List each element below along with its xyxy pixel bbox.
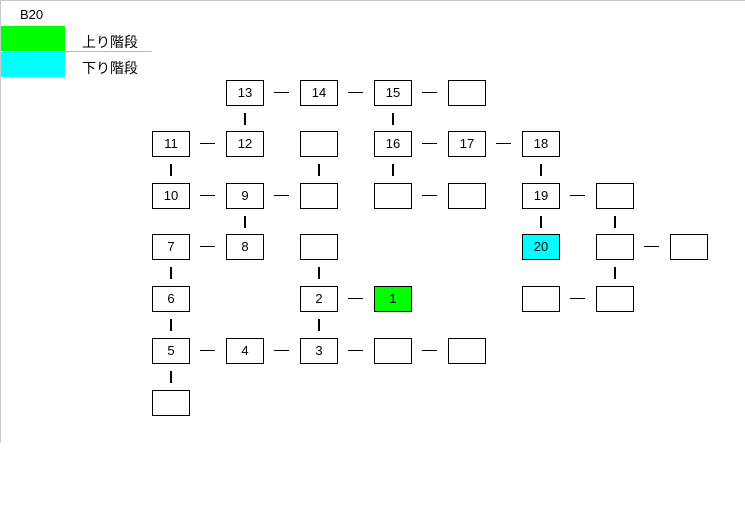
horizontal-passage bbox=[200, 195, 215, 196]
horizontal-passage bbox=[570, 195, 585, 196]
vertical-passage bbox=[614, 267, 616, 279]
map-room[interactable]: 5 bbox=[152, 338, 190, 364]
map-room[interactable]: 2 bbox=[300, 286, 338, 312]
vertical-passage bbox=[540, 164, 542, 176]
map-room[interactable] bbox=[596, 183, 634, 209]
map-room[interactable] bbox=[448, 80, 486, 106]
horizontal-passage bbox=[422, 92, 437, 93]
map-room[interactable]: 6 bbox=[152, 286, 190, 312]
map-room[interactable]: 7 bbox=[152, 234, 190, 260]
horizontal-passage bbox=[348, 298, 363, 299]
vertical-passage bbox=[392, 164, 394, 176]
legend-down-stairs-swatch bbox=[1, 52, 65, 77]
map-room[interactable] bbox=[300, 131, 338, 157]
room-up-stairs[interactable]: 1 bbox=[374, 286, 412, 312]
vertical-passage bbox=[614, 216, 616, 228]
horizontal-passage bbox=[200, 350, 215, 351]
map-room[interactable] bbox=[448, 183, 486, 209]
map-room[interactable] bbox=[152, 390, 190, 416]
map-room[interactable]: 12 bbox=[226, 131, 264, 157]
vertical-passage bbox=[540, 216, 542, 228]
map-room[interactable]: 10 bbox=[152, 183, 190, 209]
frame-top-border bbox=[0, 0, 745, 1]
map-room[interactable] bbox=[374, 338, 412, 364]
vertical-passage bbox=[318, 267, 320, 279]
horizontal-passage bbox=[274, 92, 289, 93]
horizontal-passage bbox=[348, 350, 363, 351]
vertical-passage bbox=[392, 113, 394, 125]
legend-divider bbox=[65, 51, 152, 52]
horizontal-passage bbox=[644, 246, 659, 247]
horizontal-passage bbox=[200, 143, 215, 144]
vertical-passage bbox=[244, 113, 246, 125]
horizontal-passage bbox=[496, 143, 511, 144]
vertical-passage bbox=[170, 371, 172, 383]
map-room[interactable]: 8 bbox=[226, 234, 264, 260]
horizontal-passage bbox=[200, 246, 215, 247]
legend-down-stairs-label: 下り階段 bbox=[82, 60, 138, 76]
vertical-passage bbox=[170, 164, 172, 176]
horizontal-passage bbox=[570, 298, 585, 299]
frame-left-border bbox=[0, 0, 1, 443]
map-room[interactable] bbox=[596, 286, 634, 312]
map-room[interactable] bbox=[374, 183, 412, 209]
legend-up-stairs-swatch bbox=[1, 26, 65, 51]
map-room[interactable]: 9 bbox=[226, 183, 264, 209]
map-room[interactable]: 16 bbox=[374, 131, 412, 157]
map-room[interactable] bbox=[670, 234, 708, 260]
map-room[interactable]: 13 bbox=[226, 80, 264, 106]
legend-up-stairs-label: 上り階段 bbox=[82, 34, 138, 50]
vertical-passage bbox=[244, 216, 246, 228]
horizontal-passage bbox=[274, 195, 289, 196]
vertical-passage bbox=[318, 319, 320, 331]
map-room[interactable]: 15 bbox=[374, 80, 412, 106]
horizontal-passage bbox=[422, 350, 437, 351]
map-room[interactable]: 3 bbox=[300, 338, 338, 364]
vertical-passage bbox=[170, 267, 172, 279]
map-room[interactable]: 11 bbox=[152, 131, 190, 157]
horizontal-passage bbox=[348, 92, 363, 93]
map-room[interactable]: 4 bbox=[226, 338, 264, 364]
horizontal-passage bbox=[274, 350, 289, 351]
vertical-passage bbox=[318, 164, 320, 176]
map-room[interactable] bbox=[300, 183, 338, 209]
vertical-passage bbox=[170, 319, 172, 331]
map-room[interactable]: 19 bbox=[522, 183, 560, 209]
map-room[interactable] bbox=[522, 286, 560, 312]
map-room[interactable] bbox=[448, 338, 486, 364]
map-room[interactable] bbox=[596, 234, 634, 260]
floor-label: B20 bbox=[20, 7, 44, 22]
map-room[interactable]: 14 bbox=[300, 80, 338, 106]
horizontal-passage bbox=[422, 143, 437, 144]
horizontal-passage bbox=[422, 195, 437, 196]
map-room[interactable] bbox=[300, 234, 338, 260]
map-room[interactable]: 18 bbox=[522, 131, 560, 157]
map-room[interactable]: 17 bbox=[448, 131, 486, 157]
room-down-stairs[interactable]: 20 bbox=[522, 234, 560, 260]
